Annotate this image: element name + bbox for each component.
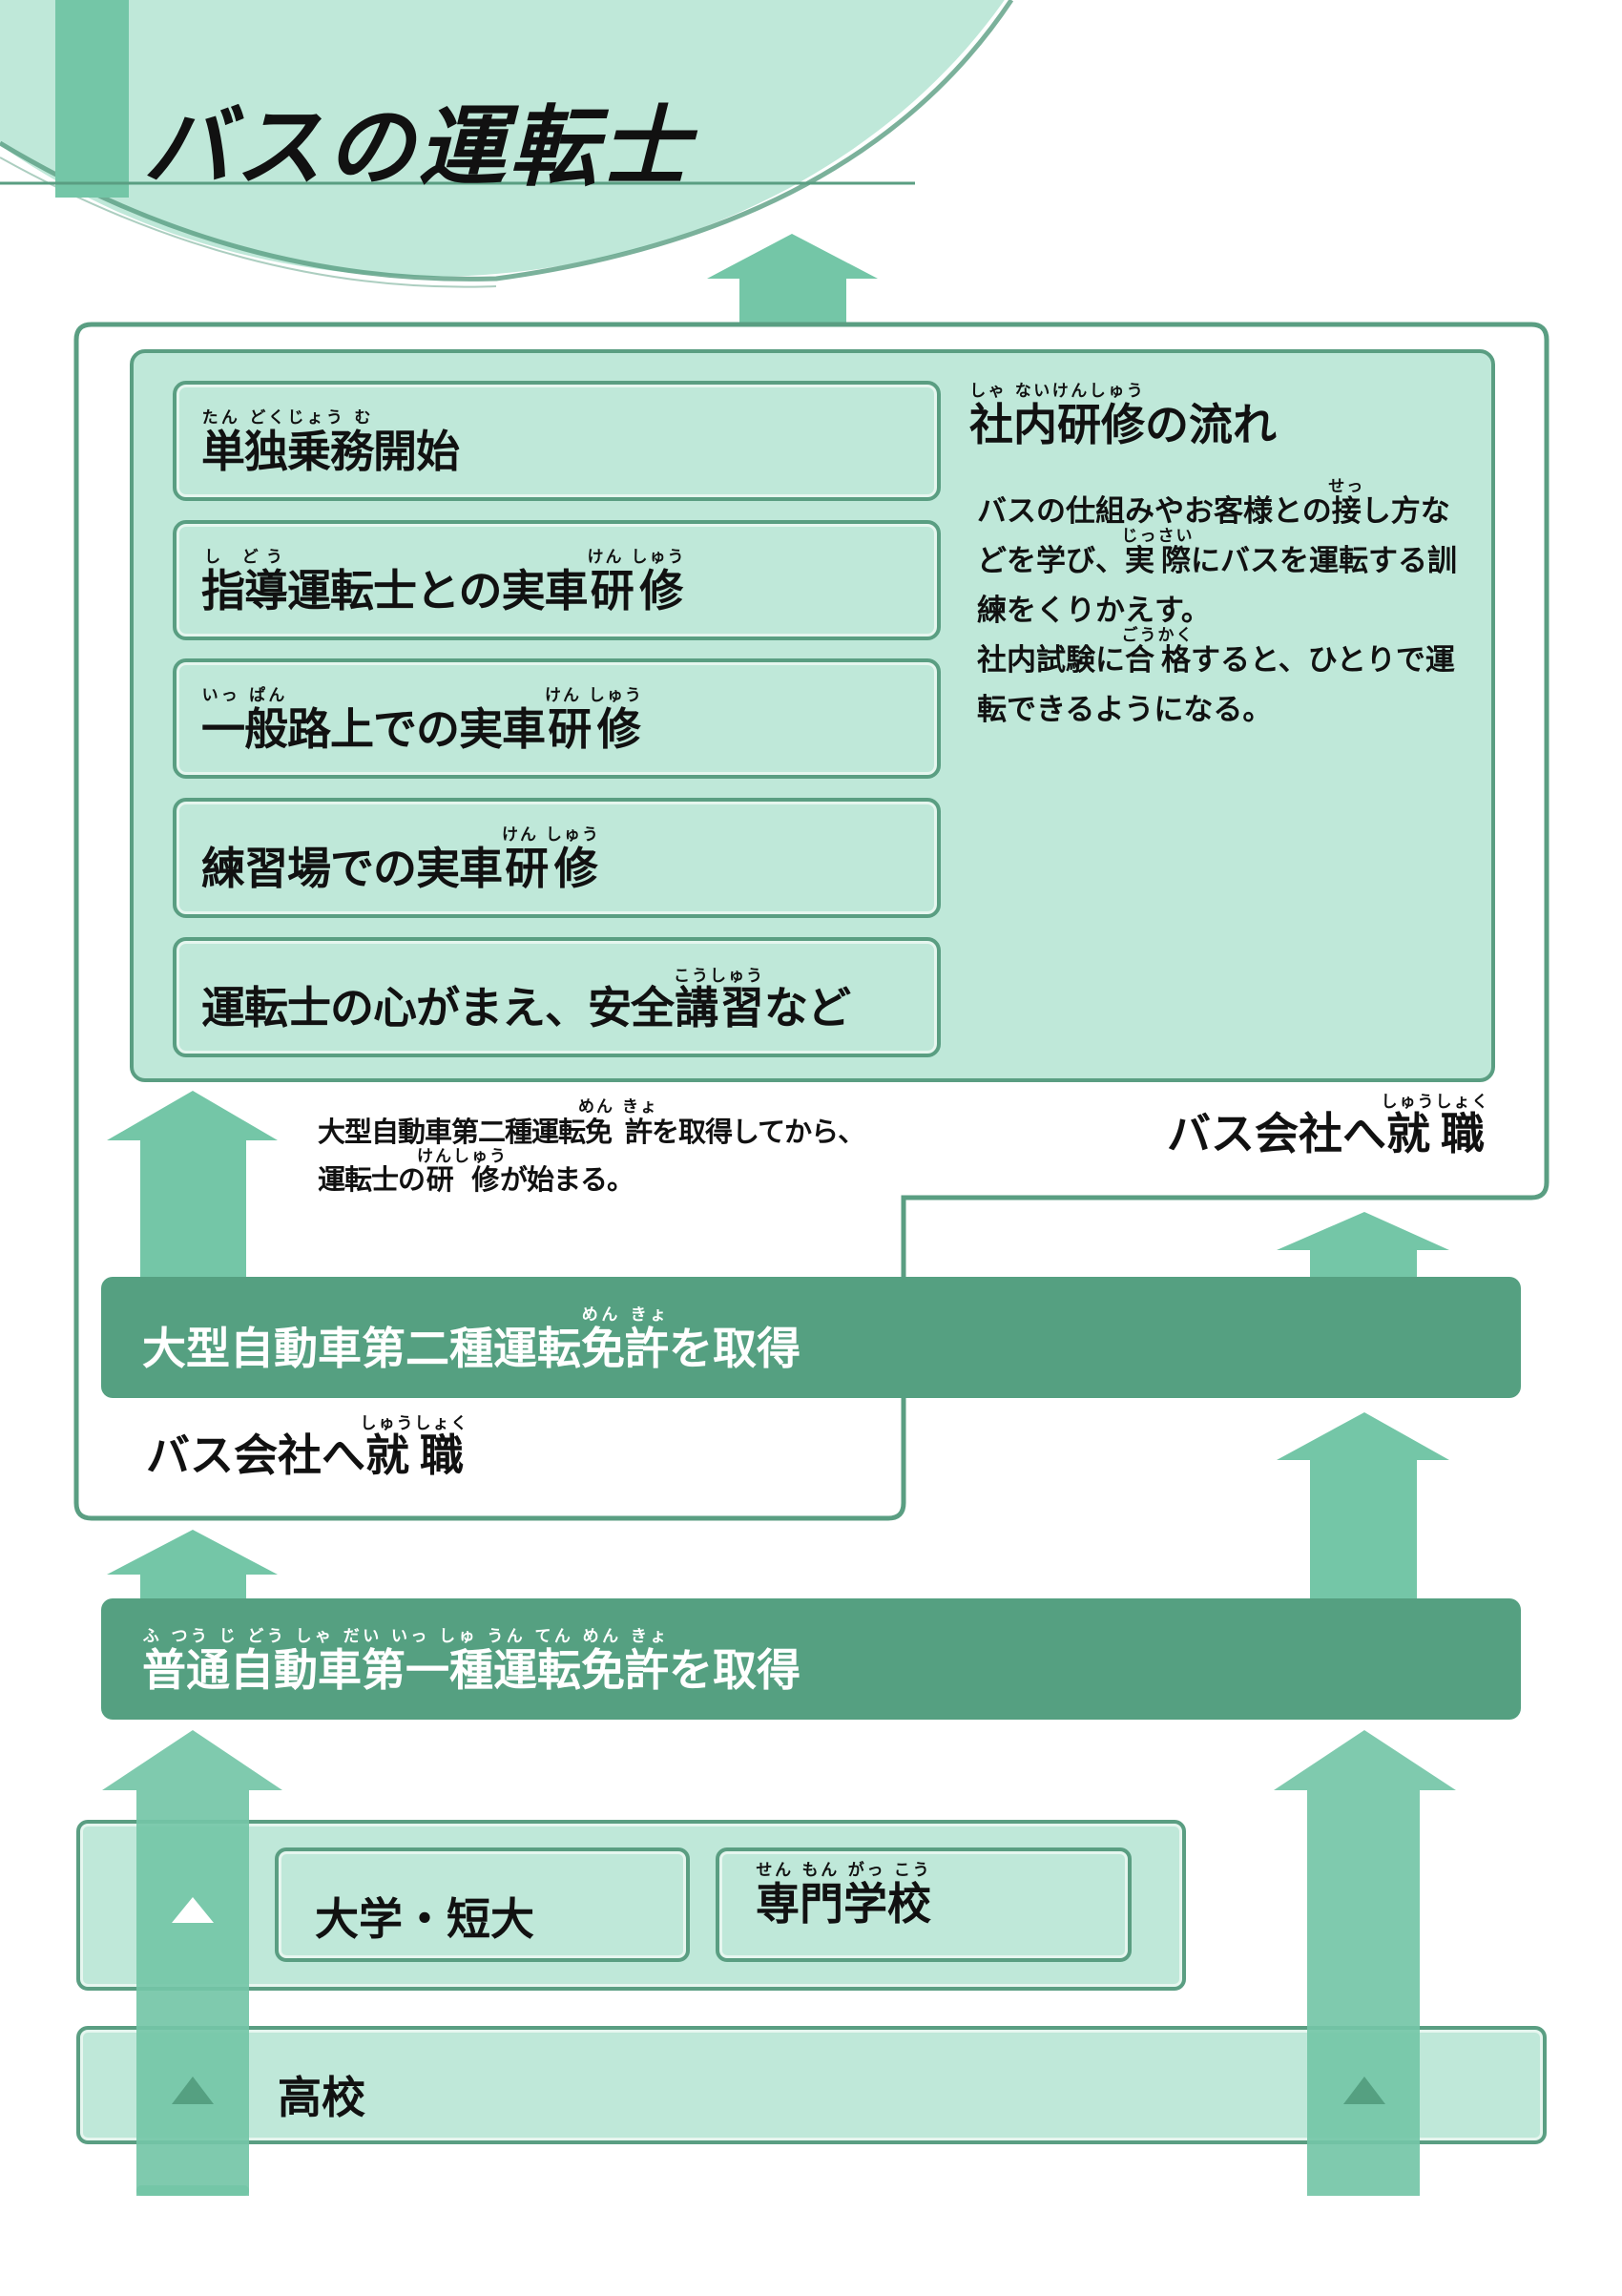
university-box — [275, 1847, 690, 1962]
step-safety-lecture: 運転士の心がまえ、安全講習こうしゅうなど — [173, 937, 941, 1057]
bus-company-employment-before-type2: バス会社へ就職しゅうしょく — [146, 1414, 469, 1481]
page-title: バスの運転士 — [143, 95, 694, 198]
step-public-road-training: 一般いっ ぱん路上での実車研修けん しゅう — [173, 658, 941, 779]
title-accent-bar — [55, 0, 129, 198]
title-arc-stroke — [0, 0, 1014, 282]
vocational-school-label: 専門学校せん もん がっ こう — [756, 1861, 931, 1930]
high-school-label: 高校 — [278, 2072, 365, 2123]
step-solo-duty: 単独乗務たん どくじょう む開始 — [173, 381, 941, 501]
training-flow-body: バスの仕組みやお客様との接せっし方などを学び、実際じっさいにバスを運転する訓練を… — [977, 477, 1457, 727]
arrow-up-icon — [1277, 1212, 1449, 1278]
arrow-up-icon — [107, 1530, 278, 1598]
type2-license-band: 大型自動車第二種運転免許めん きょを取得 — [101, 1277, 1521, 1398]
bus-company-employment-after-type2: バス会社へ就職しゅうしょく — [1167, 1093, 1490, 1159]
vocational-school-box — [716, 1847, 1132, 1962]
training-flow-title: 社内研修しゃ ないけんしゅうの流れ — [969, 382, 1277, 450]
arrow-up-icon — [707, 234, 878, 324]
title-circle — [0, 0, 1005, 277]
arrow-up-icon — [107, 1091, 278, 1278]
step-practice-ground-training: 練習場での実車研修けん しゅう — [173, 798, 941, 918]
university-label: 大学・短大 — [315, 1893, 534, 1945]
step-instructor-training: 指導し どう運転士との実車研修けん しゅう — [173, 520, 941, 640]
type1-license-band: 普通自動車第一種運転免許ふ つう じ どう しゃ だい いっ しゅ うん てん … — [101, 1598, 1521, 1720]
arrow-up-icon — [1277, 1412, 1449, 1598]
training-caption: 大型自動車第二種運転免許めん きょを取得してから、 運転士の研修けんしゅうが始ま… — [318, 1097, 865, 1196]
